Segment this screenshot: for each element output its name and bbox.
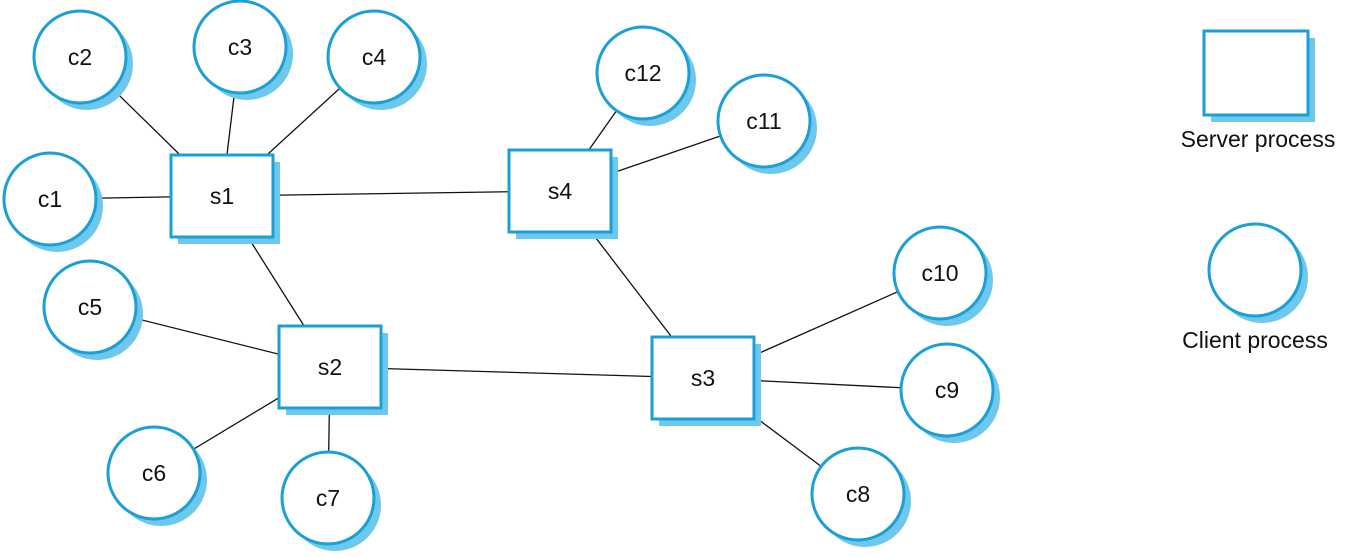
client-node-c7: c7 (280, 450, 381, 551)
server-node-s2: s2 (277, 324, 388, 415)
client-node-c11: c11 (716, 73, 817, 174)
server-label-s1: s1 (210, 183, 234, 209)
client-node-c8: c8 (810, 446, 911, 547)
client-node-c12: c12 (595, 25, 696, 126)
server-node-s1: s1 (169, 153, 280, 244)
legend: Server process Client process (1181, 29, 1336, 353)
client-node-c5: c5 (42, 259, 143, 360)
server-node-s3: s3 (650, 335, 761, 426)
client-label-c8: c8 (846, 481, 870, 507)
client-label-c4: c4 (362, 44, 387, 70)
legend-client-symbol (1207, 222, 1308, 323)
process-nodes: s1 s2 s3 s4 c1 c2 c3 c4 c5 c6 c7 c8 c9 c10 c11 c12 (2, 0, 1000, 551)
client-node-c4: c4 (326, 9, 427, 110)
client-node-c1: c1 (2, 151, 103, 252)
client-label-c5: c5 (78, 294, 102, 320)
client-label-c2: c2 (68, 44, 92, 70)
client-label-c6: c6 (142, 460, 166, 486)
server-label-s3: s3 (691, 365, 715, 391)
client-label-c11: c11 (746, 108, 781, 134)
client-node-c10: c10 (892, 225, 993, 326)
server-node-s4: s4 (507, 148, 618, 239)
client-label-c3: c3 (228, 34, 252, 60)
client-node-c3: c3 (192, 0, 293, 100)
client-label-c1: c1 (38, 186, 62, 212)
client-label-c7: c7 (316, 485, 340, 511)
client-label-c10: c10 (921, 260, 958, 286)
client-node-c2: c2 (32, 9, 133, 110)
legend-server-label: Server process (1181, 126, 1336, 152)
connection-s2-s3 (329, 366, 704, 379)
server-label-s4: s4 (548, 178, 573, 204)
client-node-c6: c6 (106, 425, 207, 526)
legend-server-symbol (1202, 29, 1315, 122)
client-node-c9: c9 (899, 342, 1000, 443)
server-label-s2: s2 (318, 354, 342, 380)
legend-client-label: Client process (1182, 327, 1328, 353)
client-label-c12: c12 (624, 60, 661, 86)
client-label-c9: c9 (935, 377, 959, 403)
